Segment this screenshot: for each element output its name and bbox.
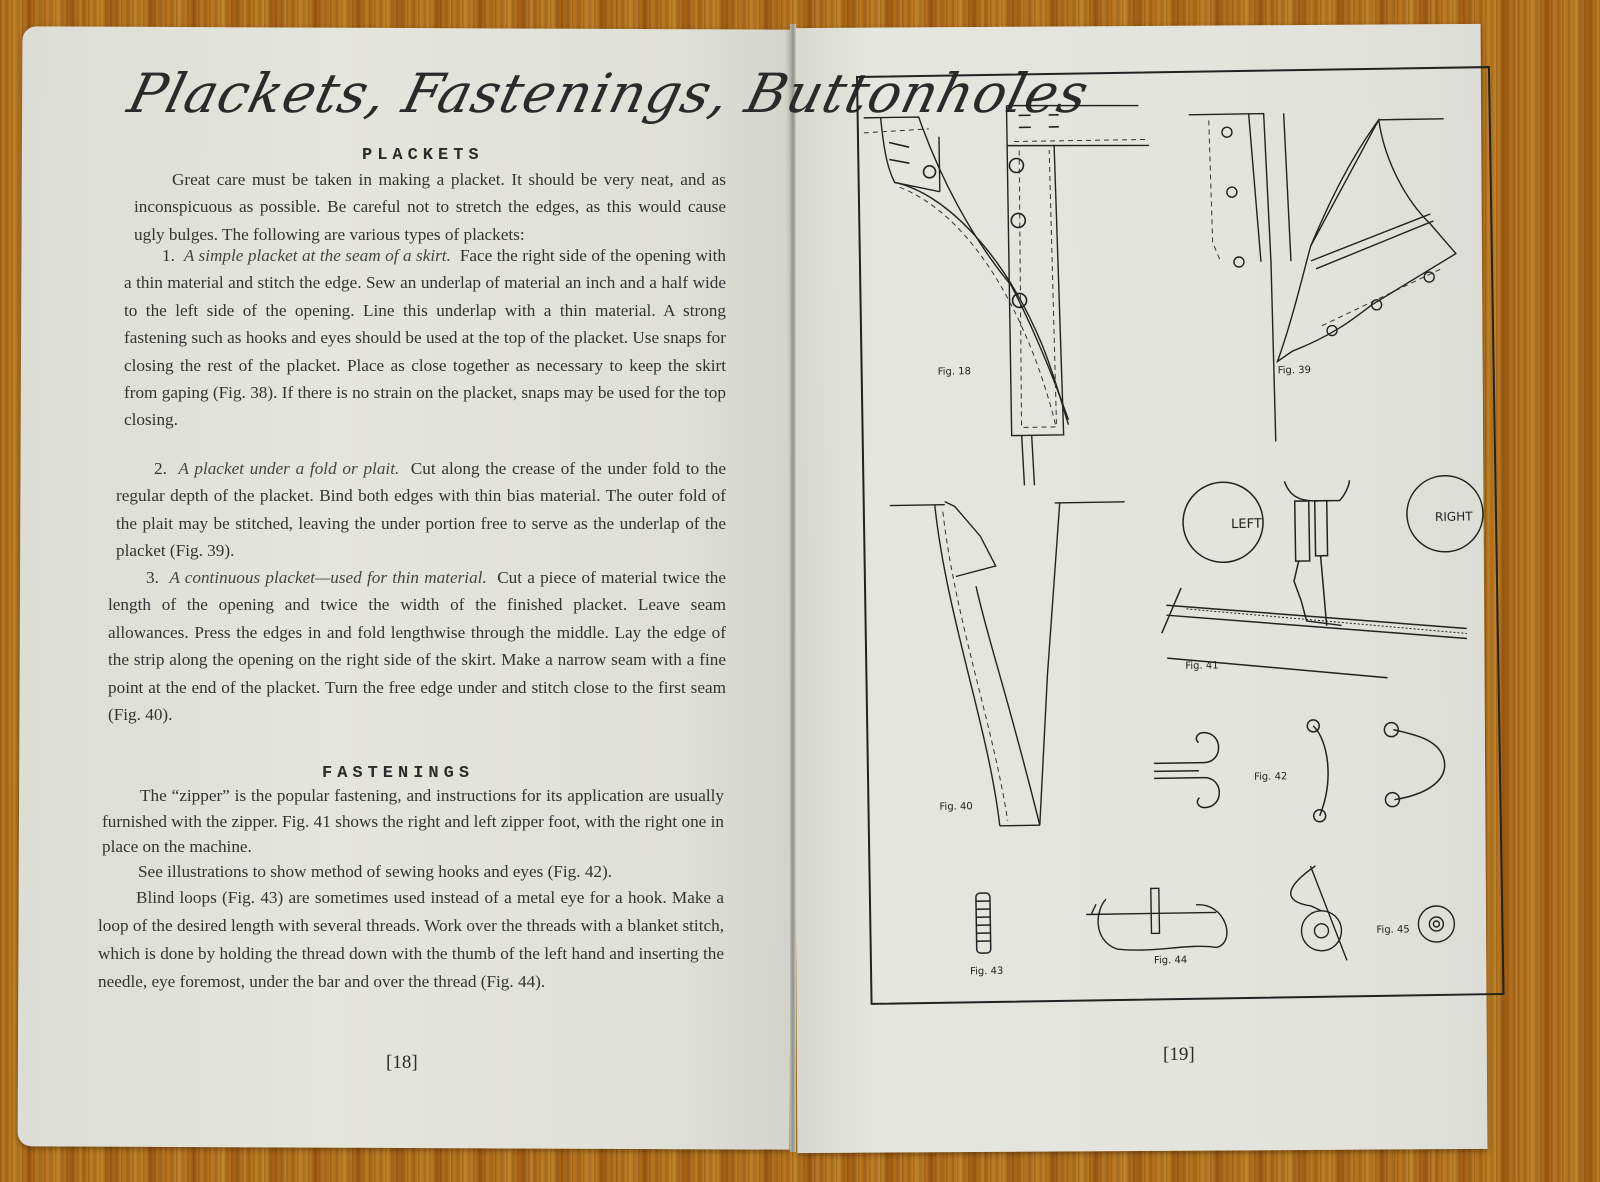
figure-42-label: Fig. 42 [1253, 771, 1288, 783]
figure-42-hooks-and-eyes [1153, 718, 1475, 823]
page-number-right: [19] [1163, 1044, 1195, 1065]
paragraph: Cut along the crease of the under fold t… [116, 459, 727, 561]
callout-left: LEFT [1231, 517, 1262, 532]
list-number: 2. [154, 459, 167, 478]
list-number: 1. [162, 246, 175, 265]
section-heading-fastenings: FASTENINGS [322, 764, 475, 783]
figure-43-blind-loop [971, 891, 1002, 961]
italic-lead: A placket under a fold or plait. [178, 459, 400, 478]
figure-45-label: Fig. 45 [1376, 924, 1410, 936]
page-number-left: [18] [386, 1052, 418, 1073]
section-heading-plackets: PLACKETS [362, 146, 484, 165]
figure-39-label: Fig. 39 [1277, 364, 1312, 377]
paragraph: Face the right side of the opening with … [124, 246, 727, 430]
italic-lead: A continuous placket—used for thin mater… [169, 568, 487, 587]
figure-38-placket-seam [858, 73, 1164, 488]
figure-44-blanket-stitch [1086, 882, 1237, 964]
plackets-intro: Great care must be taken in making a pla… [134, 166, 726, 248]
paragraph: See illustrations to show method of sewi… [138, 862, 613, 881]
figure-44-label: Fig. 44 [1153, 954, 1188, 967]
placket-type-2: 2. A placket under a fold or plait. Cut … [116, 455, 726, 565]
paragraph: The “zipper” is the popular fastening, a… [102, 786, 724, 856]
paragraph: Blind loops (Fig. 43) are sometimes used… [98, 888, 724, 991]
placket-type-1: 1. A simple placket at the seam of a ski… [124, 242, 726, 434]
paragraph: Great care must be taken in making a pla… [134, 170, 726, 244]
italic-lead: A simple placket at the seam of a skirt. [183, 246, 451, 265]
fastenings-hooks-eyes: See illustrations to show method of sewi… [100, 858, 724, 885]
figure-plate-frame: Fig. 18 Fig. 39 [856, 66, 1505, 1005]
list-number: 3. [146, 568, 159, 587]
figure-43-label: Fig. 43 [969, 965, 1004, 978]
fastenings-blind-loops: Blind loops (Fig. 43) are sometimes used… [98, 884, 724, 996]
fastenings-zipper: The “zipper” is the popular fastening, a… [102, 783, 724, 860]
callout-right: RIGHT [1435, 509, 1473, 524]
book-spine-gutter [790, 24, 796, 1152]
page-title: Plackets, Fastenings, Buttonholes [122, 62, 1096, 125]
placket-type-3: 3. A continuous placket—used for thin ma… [108, 564, 726, 728]
figure-41-label: Fig. 41 [1185, 660, 1219, 672]
figure-41-zipper-foot: LEFT RIGHT [1164, 478, 1477, 683]
paragraph: Cut a piece of material twice the length… [108, 568, 727, 725]
figure-38-label: Fig. 18 [937, 366, 971, 378]
figure-40-label: Fig. 40 [939, 801, 973, 813]
figure-39-placket-fold [1188, 98, 1493, 443]
figure-40-continuous-placket [885, 494, 1140, 828]
figure-45-snaps [1280, 858, 1492, 971]
